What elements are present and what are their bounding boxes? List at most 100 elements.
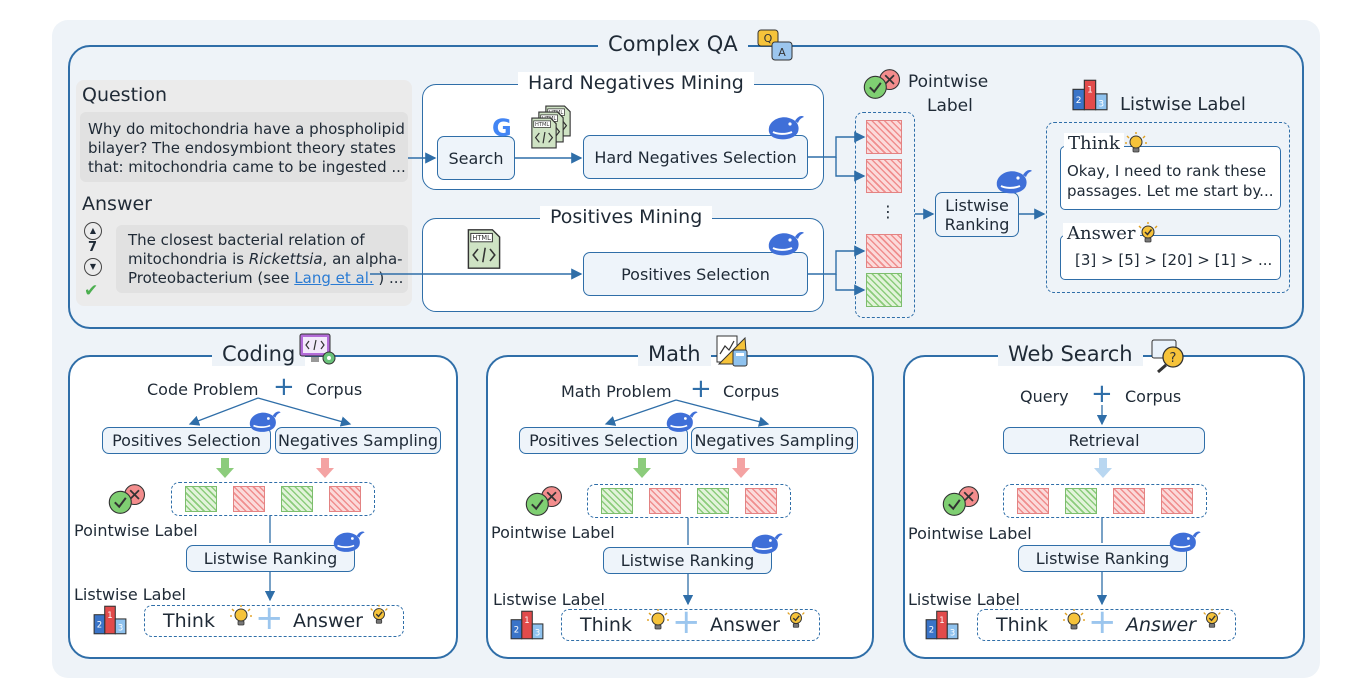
lightbulb-check-icon bbox=[1203, 608, 1221, 628]
red-down-arrow-icon bbox=[732, 458, 750, 478]
plus-icon: + bbox=[1091, 379, 1113, 409]
plus-icon: + bbox=[690, 374, 712, 404]
passage-column bbox=[855, 112, 915, 318]
lightbulb-icon bbox=[1124, 131, 1148, 153]
coding-output-box bbox=[144, 605, 404, 637]
negative-passage bbox=[233, 486, 265, 512]
web-passages bbox=[1003, 484, 1207, 518]
answer-ranking-text: [3] > [5] > [20] > [1] > ... bbox=[1075, 251, 1273, 269]
negative-passage bbox=[1161, 488, 1193, 514]
lightbulb-check-icon bbox=[1138, 221, 1158, 243]
podium-icon bbox=[510, 610, 544, 640]
downvote-icon[interactable]: ▼ bbox=[84, 258, 102, 276]
negative-passage bbox=[745, 488, 777, 514]
listwise-label-box bbox=[1046, 122, 1290, 293]
web-corpus: Corpus bbox=[1125, 387, 1182, 406]
check-cross-icon bbox=[525, 485, 563, 517]
lightbulb-icon bbox=[229, 604, 253, 626]
math-corpus: Corpus bbox=[723, 382, 780, 401]
think-label: Think bbox=[1064, 133, 1124, 154]
plus-icon: + bbox=[273, 372, 295, 402]
negative-passage bbox=[866, 159, 902, 193]
web-listwise-ranking: Listwise Ranking bbox=[1018, 545, 1187, 572]
accepted-check-icon: ✔ bbox=[84, 281, 99, 301]
svg-text:Q: Q bbox=[764, 32, 773, 45]
answer-reference-link[interactable]: Lang et al. bbox=[294, 269, 374, 287]
web-output-box bbox=[977, 609, 1236, 641]
positives-mining-title: Positives Mining bbox=[540, 206, 713, 228]
coding-listwise-label: Listwise Label bbox=[74, 585, 186, 604]
lightbulb-check-icon bbox=[370, 604, 388, 624]
html-documents-icon bbox=[531, 105, 571, 149]
math-output-box bbox=[561, 609, 820, 641]
answer-line-2: mitochondria is Rickettsia, an alpha- bbox=[128, 250, 403, 268]
svg-text:A: A bbox=[778, 46, 786, 59]
whale-icon bbox=[767, 230, 806, 257]
coding-passages bbox=[171, 482, 375, 516]
lightbulb-icon bbox=[1062, 608, 1086, 630]
upvote-icon[interactable]: ▲ bbox=[84, 222, 102, 240]
web-search-panel bbox=[903, 355, 1305, 659]
think-text-line-1: Okay, I need to rank these bbox=[1067, 162, 1267, 180]
math-tools-icon bbox=[716, 335, 748, 367]
math-think: Think bbox=[580, 614, 632, 636]
lightbulb-icon bbox=[646, 608, 670, 630]
svg-text:?: ? bbox=[1170, 351, 1177, 366]
positives-selection-box: Positives Selection bbox=[583, 252, 808, 296]
check-cross-icon bbox=[942, 485, 980, 517]
negative-passage bbox=[1113, 488, 1145, 514]
math-title: Math bbox=[638, 342, 711, 366]
google-g-icon: G bbox=[492, 114, 512, 142]
whale-icon bbox=[665, 410, 699, 433]
search-box: Search bbox=[437, 136, 515, 180]
negative-passage bbox=[329, 486, 361, 512]
question-line-1: Why do mitochondria have a phospholipid bbox=[88, 120, 405, 138]
math-answer: Answer bbox=[710, 614, 780, 636]
coding-negatives-sampling: Negatives Sampling bbox=[275, 427, 441, 454]
complex-qa-title: Complex QA bbox=[598, 32, 748, 56]
question-line-2: bilayer? The endosymbiont theory states bbox=[88, 139, 396, 157]
answer-line-3: Proteobacterium (see Lang et al. ) ... bbox=[128, 269, 404, 287]
whale-icon bbox=[995, 168, 1034, 195]
negative-passage bbox=[1017, 488, 1049, 514]
coding-positives-selection: Positives Selection bbox=[102, 427, 271, 454]
check-cross-icon bbox=[863, 68, 901, 100]
math-problem: Math Problem bbox=[561, 382, 672, 401]
plus-icon: + bbox=[1088, 602, 1117, 642]
plus-icon: + bbox=[672, 602, 701, 642]
coding-corpus: Corpus bbox=[306, 380, 363, 399]
answer-label: Answer bbox=[1063, 223, 1140, 244]
answer-line-1: The closest bacterial relation of bbox=[128, 231, 365, 249]
vote-count: 7 bbox=[88, 240, 98, 255]
web-query: Query bbox=[1020, 387, 1069, 406]
think-box bbox=[1060, 146, 1281, 210]
positive-passage bbox=[185, 486, 217, 512]
whale-icon bbox=[750, 532, 784, 555]
web-listwise-label: Listwise Label bbox=[908, 590, 1020, 609]
pointwise-label-line-2: Label bbox=[927, 96, 973, 116]
check-cross-icon bbox=[108, 483, 146, 515]
html-document-icon bbox=[467, 229, 501, 269]
hard-negatives-mining-title: Hard Negatives Mining bbox=[518, 72, 754, 94]
positive-passage bbox=[601, 488, 633, 514]
negative-passage bbox=[649, 488, 681, 514]
web-think: Think bbox=[996, 614, 1048, 636]
think-text-line-2: passages. Let me start by... bbox=[1067, 182, 1274, 200]
web-pointwise-label: Pointwise Label bbox=[908, 524, 1032, 543]
podium-icon bbox=[93, 605, 127, 635]
whale-icon bbox=[767, 114, 806, 141]
podium-icon bbox=[1072, 79, 1108, 111]
question-line-3: that: mitochondria came to be ingested .… bbox=[88, 158, 406, 176]
web-search-title: Web Search bbox=[998, 342, 1143, 366]
coding-problem: Code Problem bbox=[147, 380, 259, 399]
magnifier-icon: ? bbox=[1151, 339, 1184, 374]
green-down-arrow-icon bbox=[633, 458, 651, 478]
answer-box bbox=[116, 225, 408, 293]
podium-icon bbox=[925, 610, 959, 640]
code-monitor-icon bbox=[299, 333, 336, 365]
math-passages bbox=[587, 484, 791, 518]
answer-heading: Answer bbox=[82, 193, 152, 215]
web-retrieval-box: Retrieval bbox=[1003, 427, 1205, 454]
hard-negatives-selection-box: Hard Negatives Selection bbox=[583, 135, 808, 179]
